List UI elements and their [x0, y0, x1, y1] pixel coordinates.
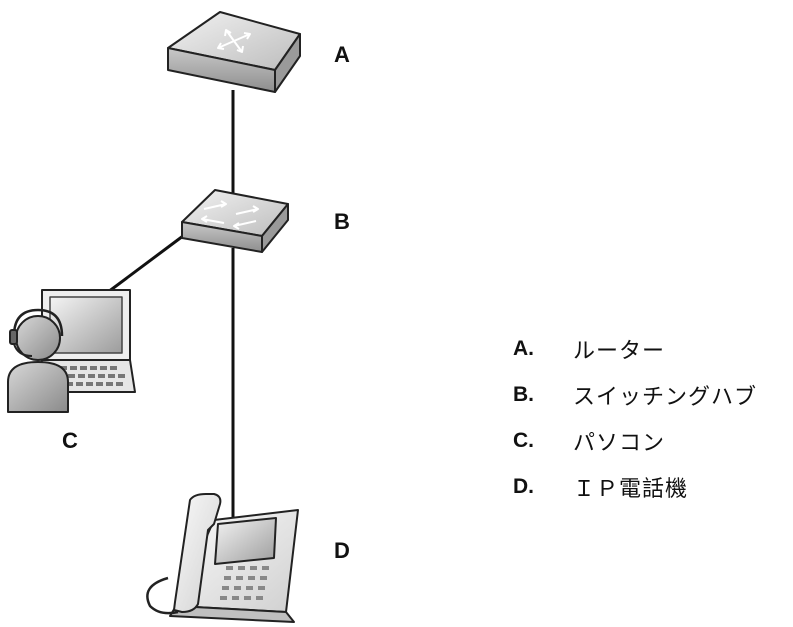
legend-item-b: B. スイッチングハブ	[513, 372, 757, 418]
pc-user-icon	[7, 289, 136, 413]
legend-text: パソコン	[573, 431, 666, 456]
legend-key: D.	[513, 475, 534, 498]
router-icon	[167, 11, 301, 93]
legend-item-d: D. ＩＰ電話機	[513, 464, 757, 510]
legend-text: スイッチングハブ	[573, 385, 758, 410]
connection-lines	[107, 90, 235, 525]
ip-phone-icon	[146, 493, 299, 623]
legend-key: C.	[513, 429, 534, 452]
legend-item-c: C. パソコン	[513, 418, 757, 464]
legend-key: A.	[513, 337, 534, 360]
legend-text: ルーター	[573, 339, 666, 364]
legend-key: B.	[513, 383, 534, 406]
legend-item-a: A. ルーター	[513, 326, 757, 372]
node-label-a: A	[334, 42, 350, 67]
link-b-c	[107, 234, 184, 294]
legend-text: ＩＰ電話機	[573, 477, 689, 502]
legend: A. ルーター B. スイッチングハブ C. パソコン D. ＩＰ電話機	[513, 326, 757, 510]
node-label-c: C	[62, 428, 78, 453]
node-label-b: B	[334, 209, 350, 234]
node-label-d: D	[334, 538, 350, 563]
switching-hub-icon	[181, 189, 289, 253]
